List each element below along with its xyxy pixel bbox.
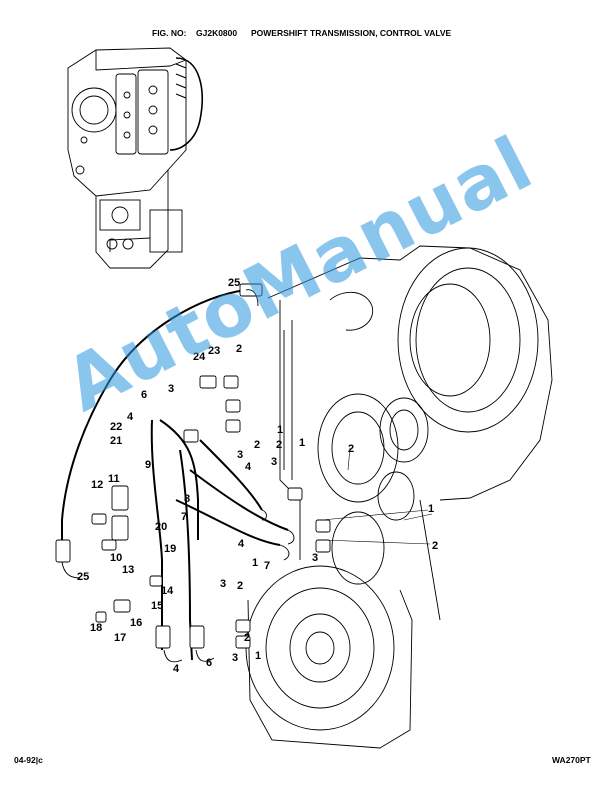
callout-1: 1 (277, 424, 283, 436)
callout-3: 3 (237, 449, 243, 461)
callout-14: 14 (161, 585, 174, 597)
callout-21: 21 (110, 435, 122, 447)
leader-lines (321, 447, 433, 545)
callout-4: 4 (238, 538, 245, 550)
callout-1: 1 (299, 437, 305, 449)
callout-6: 6 (206, 657, 212, 669)
footer-model: WA270PT (552, 755, 591, 765)
callout-6: 6 (141, 389, 147, 401)
callout-3: 3 (232, 652, 238, 664)
callout-25: 25 (77, 571, 89, 583)
thumbnail-valve-assembly (67, 47, 203, 269)
callout-2: 2 (276, 439, 282, 451)
callout-15: 15 (151, 600, 163, 612)
callout-20: 20 (155, 521, 167, 533)
callout-3: 3 (220, 578, 226, 590)
callout-7: 7 (264, 560, 270, 572)
callout-9: 9 (145, 459, 151, 471)
callout-22: 22 (110, 421, 122, 433)
callout-13: 13 (122, 564, 134, 576)
callout-16: 16 (130, 617, 142, 629)
callout-2: 2 (254, 439, 260, 451)
callout-3: 3 (168, 383, 174, 395)
callout-2: 2 (236, 343, 242, 355)
callout-2: 2 (244, 632, 250, 644)
footer-page-code: 04-92|c (14, 755, 43, 765)
callout-11: 11 (108, 473, 120, 485)
callout-4: 4 (127, 411, 134, 423)
callout-2: 2 (348, 443, 354, 455)
callout-3: 3 (312, 552, 318, 564)
callout-17: 17 (114, 632, 126, 644)
callout-10: 10 (110, 552, 122, 564)
callout-1: 1 (255, 650, 261, 662)
callout-2: 2 (237, 580, 243, 592)
callout-4: 4 (173, 663, 180, 675)
fig-number: GJ2K0800 (196, 28, 238, 38)
callout-23: 23 (208, 345, 220, 357)
callout-4: 4 (245, 461, 252, 473)
callout-8: 8 (184, 493, 190, 505)
fig-label: FIG. NO: (152, 28, 187, 38)
callout-labels: 25 23 2 24 3 6 4 22 21 1 1 2 2 2 3 4 3 9… (77, 277, 438, 675)
callout-19: 19 (164, 543, 176, 555)
hose-lines (61, 289, 289, 661)
callout-18: 18 (90, 622, 102, 634)
callout-1: 1 (252, 557, 258, 569)
callout-12: 12 (91, 479, 103, 491)
callout-25: 25 (228, 277, 240, 289)
fig-title: POWERSHIFT TRANSMISSION, CONTROL VALVE (251, 28, 452, 38)
fittings (55, 283, 331, 663)
callout-2: 2 (432, 540, 438, 552)
callout-7: 7 (181, 511, 187, 523)
callout-1: 1 (428, 503, 434, 515)
callout-24: 24 (193, 351, 206, 363)
callout-3: 3 (271, 456, 277, 468)
